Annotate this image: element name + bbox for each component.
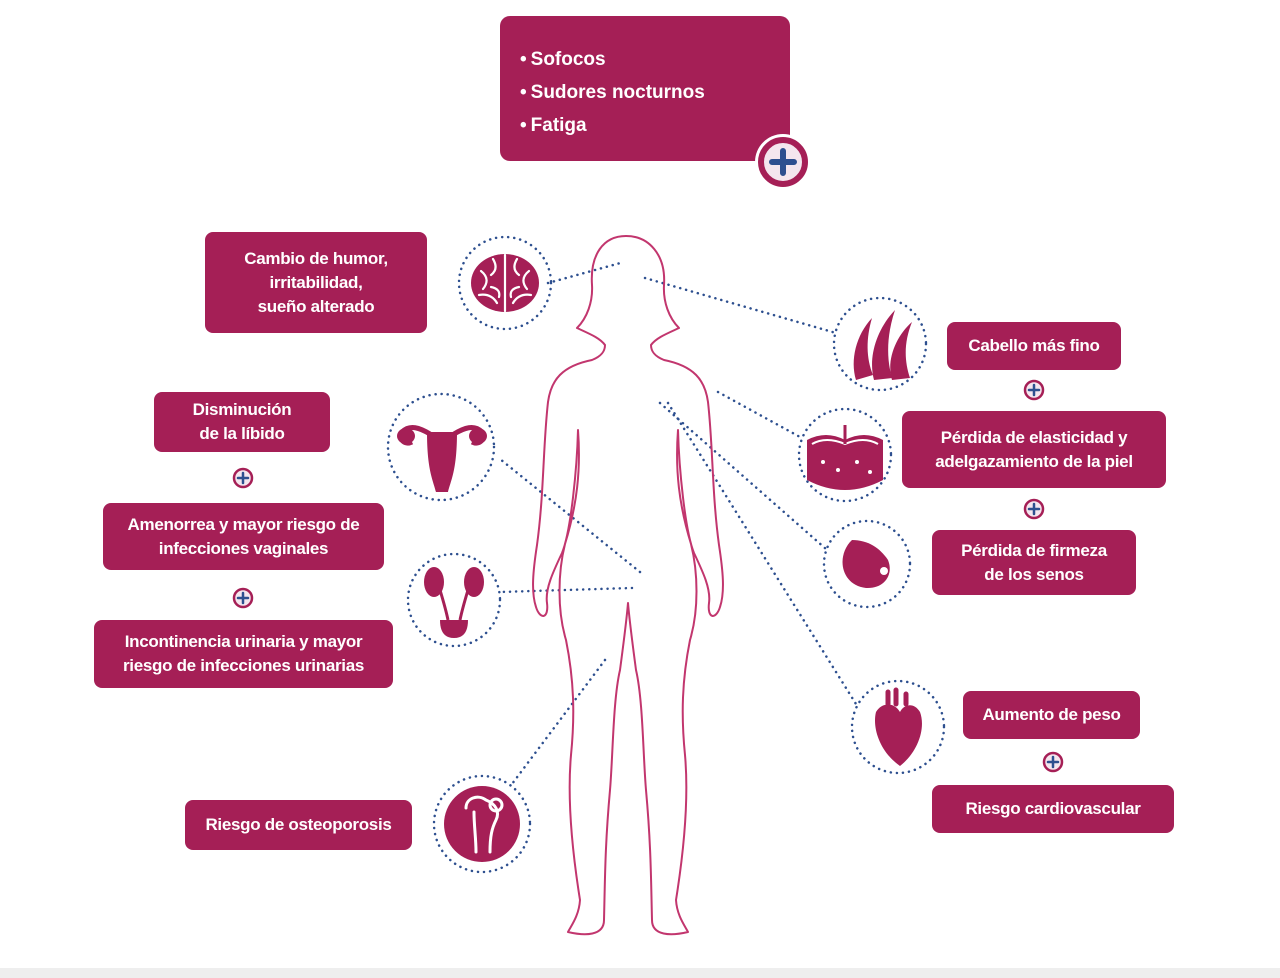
mood-box: Cambio de humor, irritabilidad, sueño al… <box>205 232 427 333</box>
heart-icon <box>875 687 922 766</box>
uterus-icon <box>397 425 487 492</box>
box-label: irritabilidad, <box>269 272 363 292</box>
osteoporosis-box: Riesgo de osteoporosis <box>185 800 412 850</box>
box-label: Aumento de peso <box>982 705 1121 724</box>
box-label: Amenorrea y mayor riesgo de <box>127 514 360 534</box>
bone-icon <box>444 786 520 862</box>
box-label: Riesgo cardiovascular <box>965 799 1141 818</box>
box-label: de la líbido <box>199 424 285 443</box>
bladder-icon <box>424 567 484 638</box>
box-label: sueño alterado <box>257 296 375 316</box>
weight-box: Aumento de peso <box>963 691 1140 739</box>
box-label: riesgo de infecciones urinarias <box>122 656 365 675</box>
cardio-box: Riesgo cardiovascular <box>932 785 1174 833</box>
incontinence-box: Incontinencia urinaria y mayor riesgo de… <box>94 620 393 688</box>
box-label: Pérdida de elasticidad y <box>940 427 1128 447</box>
skin-box: Pérdida de elasticidad y adelgazamiento … <box>902 411 1166 488</box>
bottom-strip <box>0 968 1280 978</box>
symptom-item: Sofocos <box>520 43 790 76</box>
box-label: Riesgo de osteoporosis <box>205 815 392 834</box>
box-label: Cabello más fino <box>968 336 1100 355</box>
connector-lines <box>498 260 858 786</box>
box-label: Cambio de humor, <box>244 248 388 268</box>
box-label: Disminución <box>192 400 292 419</box>
symptom-item: Sudores nocturnos <box>520 76 790 109</box>
hair-box: Cabello más fino <box>947 322 1121 370</box>
icon-circles <box>386 235 946 874</box>
skin-icon <box>807 425 883 490</box>
box-label: Pérdida de firmeza <box>961 540 1107 560</box>
amenorrhea-box: Amenorrea y mayor riesgo de infecciones … <box>103 503 384 570</box>
libido-box: Disminución de la líbido <box>154 392 330 452</box>
box-label: adelgazamiento de la piel <box>935 451 1133 471</box>
body-outline <box>532 235 724 936</box>
hair-icon <box>853 310 912 380</box>
box-label: infecciones vaginales <box>158 538 329 558</box>
symptom-item: Fatiga <box>520 109 790 142</box>
brain-icon <box>471 253 539 313</box>
box-label: Incontinencia urinaria y mayor <box>124 632 363 651</box>
breasts-box: Pérdida de firmeza de los senos <box>932 530 1136 595</box>
top-symptoms-box: Sofocos Sudores nocturnos Fatiga <box>500 16 790 161</box>
breast-icon <box>842 540 890 589</box>
plus-icon <box>755 134 811 190</box>
box-label: de los senos <box>984 564 1084 584</box>
